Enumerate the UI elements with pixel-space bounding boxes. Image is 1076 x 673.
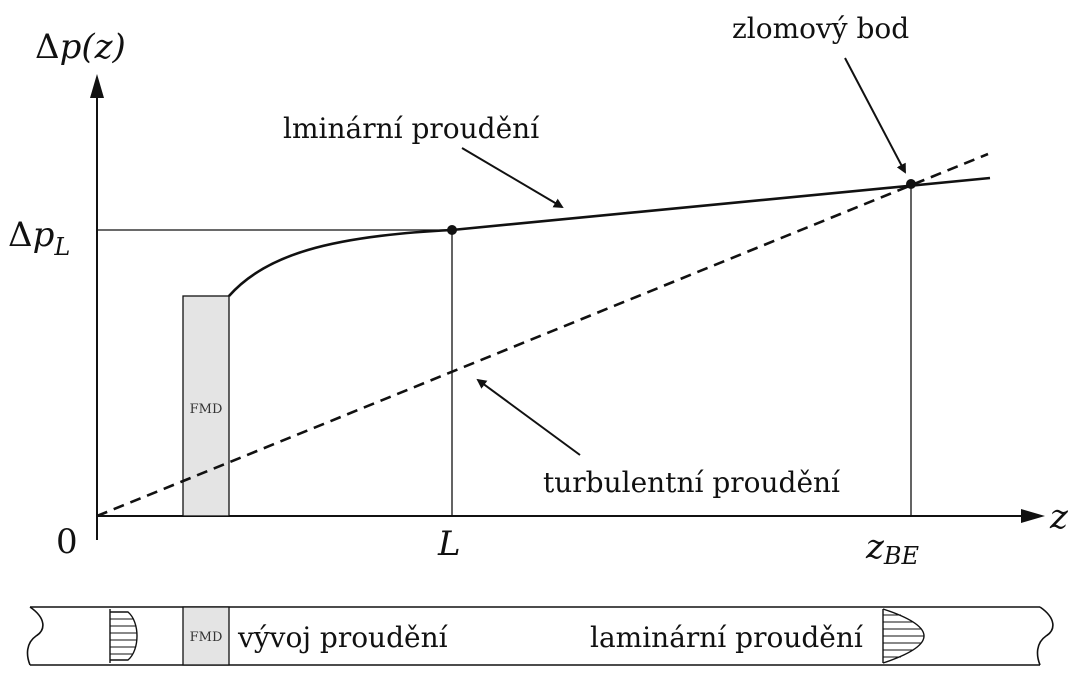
breakpoint-annotation: zlomový bod — [732, 12, 909, 45]
pipe-fmd-label: FMD — [190, 630, 223, 645]
pipe-right-break — [1036, 606, 1054, 666]
laminar-flow-line — [451, 176, 991, 232]
y-axis-arrowhead — [90, 74, 104, 98]
l-tick-label: L — [437, 524, 461, 564]
pipe-schematic: FMD vývoj proudění laminární proudění — [26, 606, 1054, 666]
laminar-annotation: lminární proudění — [283, 112, 540, 145]
pipe-left-break — [26, 606, 44, 666]
origin-label: 0 — [56, 522, 78, 562]
inlet-velocity-profile — [109, 609, 138, 663]
x-axis-arrowhead — [1021, 509, 1045, 523]
laminar-flow-label: laminární proudění — [590, 621, 864, 654]
zbe-tick-label: zBE — [865, 527, 920, 570]
laminar-annotation-arrow — [461, 147, 564, 209]
x-axis-label: z — [1049, 497, 1069, 537]
y-axis-label: Δp(z) — [35, 27, 126, 67]
breakpoint-point — [906, 179, 916, 189]
pipe-fmd-block — [182, 606, 230, 666]
turbulent-annotation-arrow — [476, 378, 581, 456]
turbulent-annotation: turbulentní proudění — [543, 466, 841, 499]
dp-level-label: ΔpL — [8, 215, 70, 261]
turbulent-flow-line — [96, 152, 989, 518]
outlet-velocity-profile — [882, 608, 925, 664]
l-point — [447, 225, 457, 235]
laminar-development-curve — [228, 228, 453, 297]
breakpoint-annotation-arrow — [844, 57, 906, 174]
fmd-block-label: FMD — [190, 402, 223, 417]
flow-development-label: vývoj proudění — [237, 621, 449, 654]
